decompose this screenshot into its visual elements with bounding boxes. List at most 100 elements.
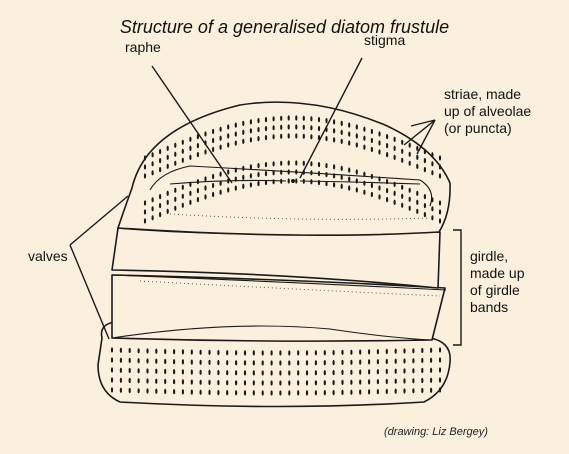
alveola-pore bbox=[279, 370, 281, 375]
alveola-pore bbox=[306, 360, 308, 365]
alveola-pore bbox=[182, 389, 184, 394]
alveola-pore bbox=[341, 380, 343, 385]
alveola-pore bbox=[394, 137, 396, 142]
alveola-pore bbox=[242, 175, 244, 180]
alveola-pore bbox=[227, 187, 229, 192]
alveola-pore bbox=[424, 158, 426, 163]
alveola-pore bbox=[155, 359, 157, 364]
alveola-pore bbox=[386, 379, 388, 384]
alveola-pore bbox=[262, 370, 264, 375]
alveola-pore bbox=[315, 370, 317, 375]
girdle-label: girdle, made up of girdle bands bbox=[470, 248, 524, 316]
alveola-pore bbox=[356, 187, 358, 192]
alveola-pore bbox=[200, 390, 202, 395]
alveola-pore bbox=[371, 192, 373, 197]
alveola-pore bbox=[377, 369, 379, 374]
alveola-pore bbox=[146, 368, 148, 373]
alveola-pore bbox=[271, 390, 273, 395]
alveola-pore bbox=[197, 197, 199, 202]
alveola-pore bbox=[220, 145, 222, 150]
alveola-pore bbox=[401, 203, 403, 208]
alveola-pore bbox=[217, 370, 219, 375]
alveola-pore bbox=[318, 117, 320, 122]
alveola-pore bbox=[200, 350, 202, 355]
alveola-pore bbox=[288, 380, 290, 385]
alveola-pore bbox=[333, 128, 335, 133]
alveola-pore bbox=[212, 129, 214, 134]
alveola-pore bbox=[138, 378, 140, 383]
alveola-pore bbox=[212, 174, 214, 179]
alveola-pore bbox=[401, 149, 403, 154]
alveola-pore bbox=[167, 155, 169, 160]
alveola-pore bbox=[306, 370, 308, 375]
alveola-pore bbox=[303, 179, 305, 184]
alveola-pore bbox=[159, 158, 161, 163]
alveola-pore bbox=[120, 348, 122, 353]
alveola-pore bbox=[235, 141, 237, 146]
alveola-pore bbox=[306, 380, 308, 385]
alveola-pore bbox=[288, 360, 290, 365]
alveola-pore bbox=[120, 388, 122, 393]
alveola-pore bbox=[409, 206, 411, 211]
alveola-pore bbox=[333, 119, 335, 124]
alveola-pore bbox=[333, 350, 335, 355]
alveola-pore bbox=[295, 169, 297, 174]
alveola-pore bbox=[220, 181, 222, 186]
alveola-pore bbox=[306, 390, 308, 395]
alveola-pore bbox=[359, 370, 361, 375]
alveola-pore bbox=[146, 388, 148, 393]
alveola-pore bbox=[395, 349, 397, 354]
alveola-pore bbox=[235, 123, 237, 128]
alveola-pore bbox=[182, 349, 184, 354]
alveola-pore bbox=[368, 389, 370, 394]
alveola-pore bbox=[129, 348, 131, 353]
alveola-pore bbox=[306, 350, 308, 355]
alveola-pore bbox=[235, 186, 237, 191]
alveola-pore bbox=[356, 124, 358, 129]
alveola-pore bbox=[250, 119, 252, 124]
alveola-pore bbox=[318, 162, 320, 167]
alveola-pore bbox=[416, 146, 418, 151]
alveola-pore bbox=[430, 378, 432, 383]
alveola-pore bbox=[324, 380, 326, 385]
alveola-pore bbox=[368, 349, 370, 354]
alveola-pore bbox=[350, 390, 352, 395]
alveola-pore bbox=[174, 161, 176, 166]
alveola-pore bbox=[226, 360, 228, 365]
alveola-pore bbox=[341, 175, 343, 180]
alveola-pore bbox=[262, 390, 264, 395]
alveola-pore bbox=[288, 350, 290, 355]
alveola-pore bbox=[167, 209, 169, 214]
alveola-pore bbox=[386, 188, 388, 193]
alveola-pore bbox=[152, 170, 154, 175]
alveola-pore bbox=[288, 115, 290, 120]
alveola-pore bbox=[430, 358, 432, 363]
alveola-pore bbox=[318, 126, 320, 131]
alveola-pore bbox=[416, 191, 418, 196]
alveola-pore bbox=[341, 121, 343, 126]
alveola-pore bbox=[310, 116, 312, 121]
alveola-pore bbox=[421, 368, 423, 373]
alveola-pore bbox=[204, 176, 206, 181]
valves-label: valves bbox=[28, 248, 68, 265]
alveola-pore bbox=[174, 188, 176, 193]
striae-label-line2: up of alveolae bbox=[444, 103, 531, 120]
alveola-pore bbox=[280, 161, 282, 166]
alveola-pore bbox=[280, 134, 282, 139]
alveola-pore bbox=[378, 185, 380, 190]
alveola-pore bbox=[409, 152, 411, 157]
alveola-pore bbox=[315, 350, 317, 355]
alveola-pore bbox=[235, 360, 237, 365]
alveola-pore bbox=[333, 370, 335, 375]
alveola-pore bbox=[333, 173, 335, 178]
alveola-pore bbox=[144, 173, 146, 178]
alveola-pore bbox=[250, 137, 252, 142]
alveola-pore bbox=[138, 388, 140, 393]
alveola-pore bbox=[208, 370, 210, 375]
striae-label-line3: (or puncta) bbox=[444, 120, 531, 137]
alveola-pore bbox=[377, 389, 379, 394]
alveola-pore bbox=[200, 360, 202, 365]
alveola-pore bbox=[273, 125, 275, 130]
alveola-pore bbox=[226, 370, 228, 375]
alveola-pore bbox=[288, 133, 290, 138]
